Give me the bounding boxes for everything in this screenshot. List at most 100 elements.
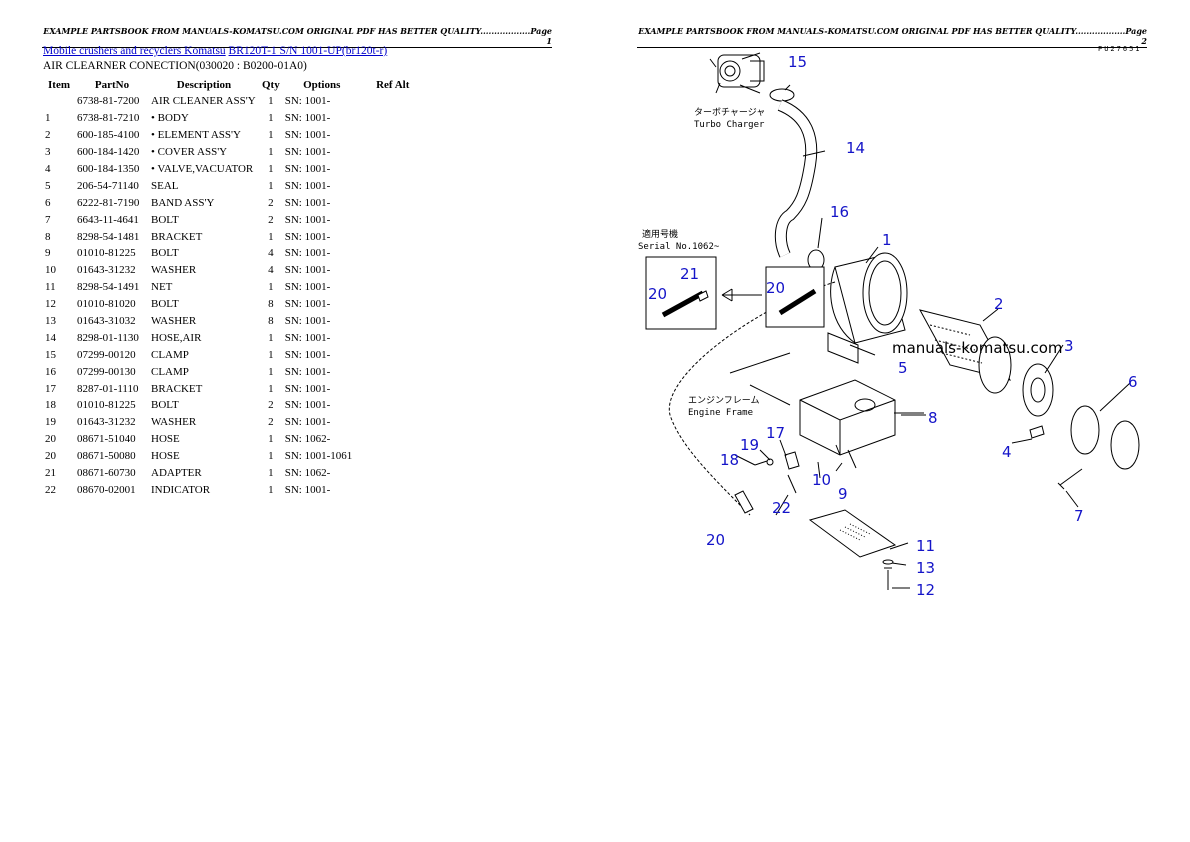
cell-description: WASHER	[151, 264, 197, 277]
cell-options: SN: 1001-	[284, 298, 331, 311]
cell-ref-alt	[361, 313, 425, 330]
cell-options: SN: 1001-	[284, 399, 331, 412]
cell-options: SN: 1062-	[284, 433, 331, 446]
callout-20-mid: 20	[766, 279, 785, 297]
cell-description: CLAMP	[151, 365, 189, 378]
cell-item: 1	[45, 112, 51, 125]
cell-options: SN: 1001-	[284, 281, 331, 294]
cell-description: WASHER	[151, 416, 197, 429]
cell-ref-alt	[361, 465, 425, 482]
cell-partno: 8298-01-1130	[77, 331, 139, 344]
cell-qty: 1	[268, 95, 274, 108]
bolt-12-shape	[884, 567, 892, 590]
element-2-shape	[919, 309, 1012, 394]
diagram-code: PU27651	[1098, 45, 1142, 53]
cell-qty: 1	[268, 112, 274, 125]
callout-18: 18	[720, 451, 739, 469]
cell-ref-alt	[361, 448, 425, 465]
cell-qty: 1	[268, 230, 274, 243]
page-header-right: EXAMPLE PARTSBOOK FROM MANUALS-KOMATSU.C…	[637, 26, 1147, 48]
cell-partno: 600-184-1350	[77, 163, 140, 175]
callout-14: 14	[846, 139, 865, 157]
cell-options: SN: 1001-	[284, 365, 331, 378]
cell-partno: 08671-60730	[77, 467, 136, 480]
cell-qty: 1	[268, 281, 274, 294]
cell-partno: 600-185-4100	[77, 129, 140, 142]
callout-16: 16	[830, 203, 849, 221]
breadcrumb-link-model[interactable]: BR120T-1 S/N 1001-UP(br120t-r)	[228, 45, 388, 57]
cell-partno: 8287-01-1110	[77, 382, 139, 395]
callout-15: 15	[788, 53, 807, 71]
column-header-description: Description	[176, 78, 232, 91]
cell-options: SN: 1001-	[284, 179, 331, 192]
net-11-shape	[808, 509, 897, 558]
callout-10: 10	[812, 471, 831, 489]
cell-qty: 2	[268, 213, 274, 226]
cell-item: 15	[45, 348, 56, 361]
hose-20-path	[668, 281, 836, 516]
callout-13: 13	[916, 559, 935, 577]
cell-ref-alt	[361, 110, 425, 127]
cell-partno: 206-54-71140	[77, 179, 139, 192]
cell-description: BOLT	[151, 298, 179, 311]
cell-options: SN: 1001-	[284, 213, 331, 226]
cell-qty: 8	[268, 315, 274, 328]
cell-description: BAND ASS'Y	[151, 196, 215, 209]
cell-options: SN: 1001-1061	[284, 450, 353, 463]
cell-item: 9	[45, 247, 51, 260]
cell-options: SN: 1001-	[284, 112, 331, 125]
cell-ref-alt	[361, 346, 425, 363]
cell-options: SN: 1001-	[284, 230, 331, 243]
cell-partno: 01010-81020	[77, 298, 136, 311]
callout-12: 12	[916, 581, 935, 599]
breadcrumb: Mobile crushers and recyclers Komatsu BR…	[43, 45, 387, 57]
breadcrumb-link-category[interactable]: Mobile crushers and recyclers Komatsu	[43, 45, 226, 57]
cell-item: 4	[45, 163, 51, 175]
cell-qty: 1	[268, 331, 274, 344]
cell-ref-alt	[361, 228, 425, 245]
cell-options: SN: 1001-	[284, 146, 331, 159]
cell-description: BOLT	[151, 247, 179, 260]
cell-qty: 1	[268, 382, 274, 395]
cell-item: 10	[45, 264, 56, 277]
cell-qty: 1	[268, 467, 274, 480]
cell-partno: 07299-00120	[77, 348, 136, 361]
cell-description: • BODY	[151, 112, 189, 125]
cover-3-shape	[1022, 363, 1054, 417]
cell-description: • ELEMENT ASS'Y	[151, 129, 241, 142]
column-header-ref-alt: Ref Alt	[376, 78, 410, 91]
parts-table: Item PartNo Description Qty Options Ref …	[43, 76, 425, 498]
cell-item: 18	[45, 399, 56, 412]
callout-11: 11	[916, 537, 935, 555]
cell-partno: 01643-31032	[77, 315, 136, 328]
cell-partno: 6738-81-7200	[77, 95, 140, 108]
arrow-icon	[721, 288, 762, 302]
cell-item: 21	[45, 467, 56, 480]
indicator-22-shape	[787, 474, 797, 494]
cell-qty: 1	[268, 129, 274, 142]
cell-item: 20	[45, 450, 56, 463]
cell-item: 13	[45, 315, 56, 328]
turbo-charger-label-jp: ターボチャージャ	[694, 107, 765, 118]
cell-qty: 2	[268, 196, 274, 209]
cell-qty: 1	[268, 146, 274, 159]
cell-description: BRACKET	[151, 230, 203, 243]
cell-description: INDICATOR	[151, 483, 211, 496]
cell-ref-alt	[361, 144, 425, 161]
callout-7: 7	[1074, 507, 1084, 525]
cell-description: • VALVE,VACUATOR	[151, 163, 254, 175]
cell-ref-alt	[361, 397, 425, 414]
cell-ref-alt	[361, 380, 425, 397]
cell-item: 2	[45, 129, 51, 142]
cell-item: 14	[45, 331, 56, 344]
